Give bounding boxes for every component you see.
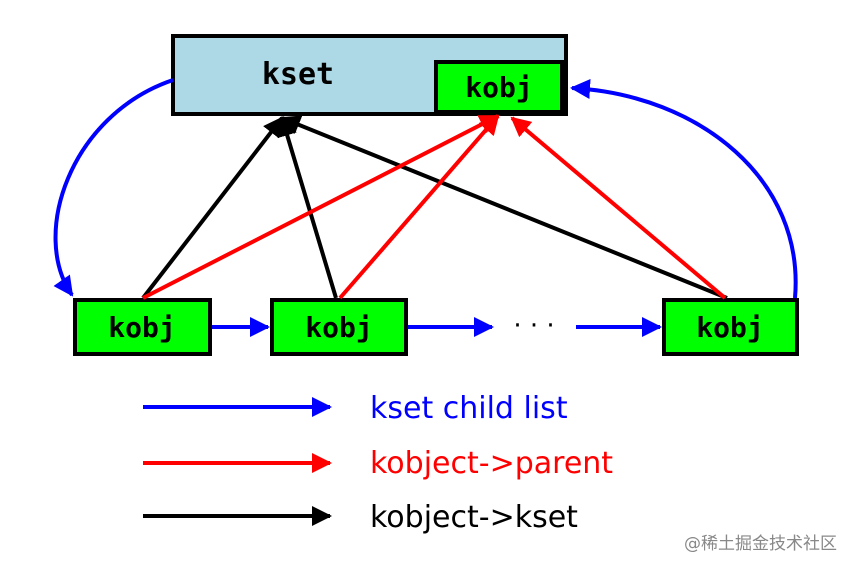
embedded-kobj-label: kobj [465,71,532,104]
legend: kset child list kobject->parent kobject-… [143,391,613,535]
child-kobj-label-2: kobj [305,311,372,344]
embedded-kobj-node: kobj [434,60,564,114]
watermark-text: @稀土掘金技术社区 [684,534,837,554]
embedded-kobj-box [434,60,564,114]
legend-item-kset: kobject->kset [143,500,578,535]
child-kobj-label-1: kobj [108,311,175,344]
child-kobj-node-2: kobj [270,298,408,356]
legend-item-parent: kobject->parent [143,446,613,481]
child-kobj-node-n: kobj [662,298,799,356]
kset-arrow-2 [277,116,338,299]
child-kobj-box-1 [73,298,212,356]
kset-arrows [141,115,728,300]
child-kobj-box-2 [270,298,408,356]
child-kobj-label-n: kobj [696,311,763,344]
kset-arrow-n [280,115,728,300]
legend-label-child-list: kset child list [370,391,568,426]
legend-item-child-list: kset child list [143,391,568,426]
child-list-arrow-kset-to-first [53,78,174,297]
parent-arrow-1 [142,114,500,300]
legend-label-parent: kobject->parent [370,446,613,481]
kset-arrow-1 [141,116,284,300]
child-list-arrow-last-to-kset [570,79,798,299]
child-list-arrows: · · · [53,78,798,341]
child-kobj-box-n [662,298,799,356]
parent-arrow-2 [338,114,500,300]
kset-label: kset [262,57,334,92]
child-kobj-node-1: kobj [73,298,212,356]
parent-arrow-n [510,116,727,300]
child-list-ellipsis: · · · [513,311,554,341]
parent-arrows [142,114,727,300]
legend-label-kset: kobject->kset [370,500,578,535]
